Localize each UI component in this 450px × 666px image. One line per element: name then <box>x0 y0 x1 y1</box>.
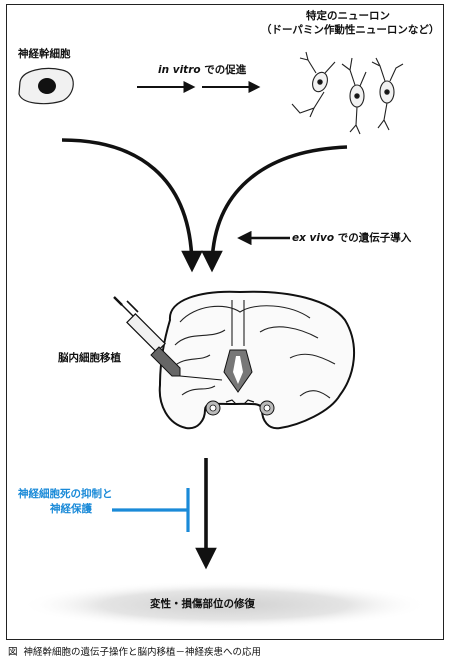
ex-vivo-label: ex vivo での遺伝子導入 <box>292 232 411 245</box>
neurons-illustration <box>291 51 404 135</box>
neuron-label-line2: （ドーパミン作動性ニューロンなど） <box>261 24 440 36</box>
repair-label: 変性・損傷部位の修復 <box>150 598 255 610</box>
protection-inhibit-marker <box>112 488 190 532</box>
syringe-illustration <box>113 296 223 381</box>
convergence-arrows <box>61 138 348 273</box>
figure-number: 図 <box>8 647 18 658</box>
brain-section-illustration <box>158 290 356 430</box>
protection-label-line2: 神経保護 <box>50 503 92 515</box>
ex-vivo-rest-text: での遺伝子導入 <box>334 232 412 244</box>
neuron-label-line1: 特定のニューロン <box>306 10 390 22</box>
in-vitro-italic-text: in vitro <box>158 64 201 76</box>
stem-cell-illustration <box>18 67 74 105</box>
transplant-label: 脳内細胞移植 <box>58 352 121 364</box>
figure-caption-text: 神経幹細胞の遺伝子操作と脳内移植－神経疾患への応用 <box>23 647 262 658</box>
in-vitro-rest-text: での促進 <box>200 64 247 76</box>
figure-caption: 図神経幹細胞の遺伝子操作と脳内移植－神経疾患への応用 <box>8 644 267 658</box>
figure-frame <box>6 4 444 640</box>
repair-zone <box>20 581 430 629</box>
stem-cell-label: 神経幹細胞 <box>18 48 71 60</box>
in-vitro-label: in vitro での促進 <box>158 64 246 77</box>
protection-label-line1: 神経細胞死の抑制と <box>18 488 113 500</box>
ex-vivo-italic-text: ex vivo <box>292 232 335 244</box>
